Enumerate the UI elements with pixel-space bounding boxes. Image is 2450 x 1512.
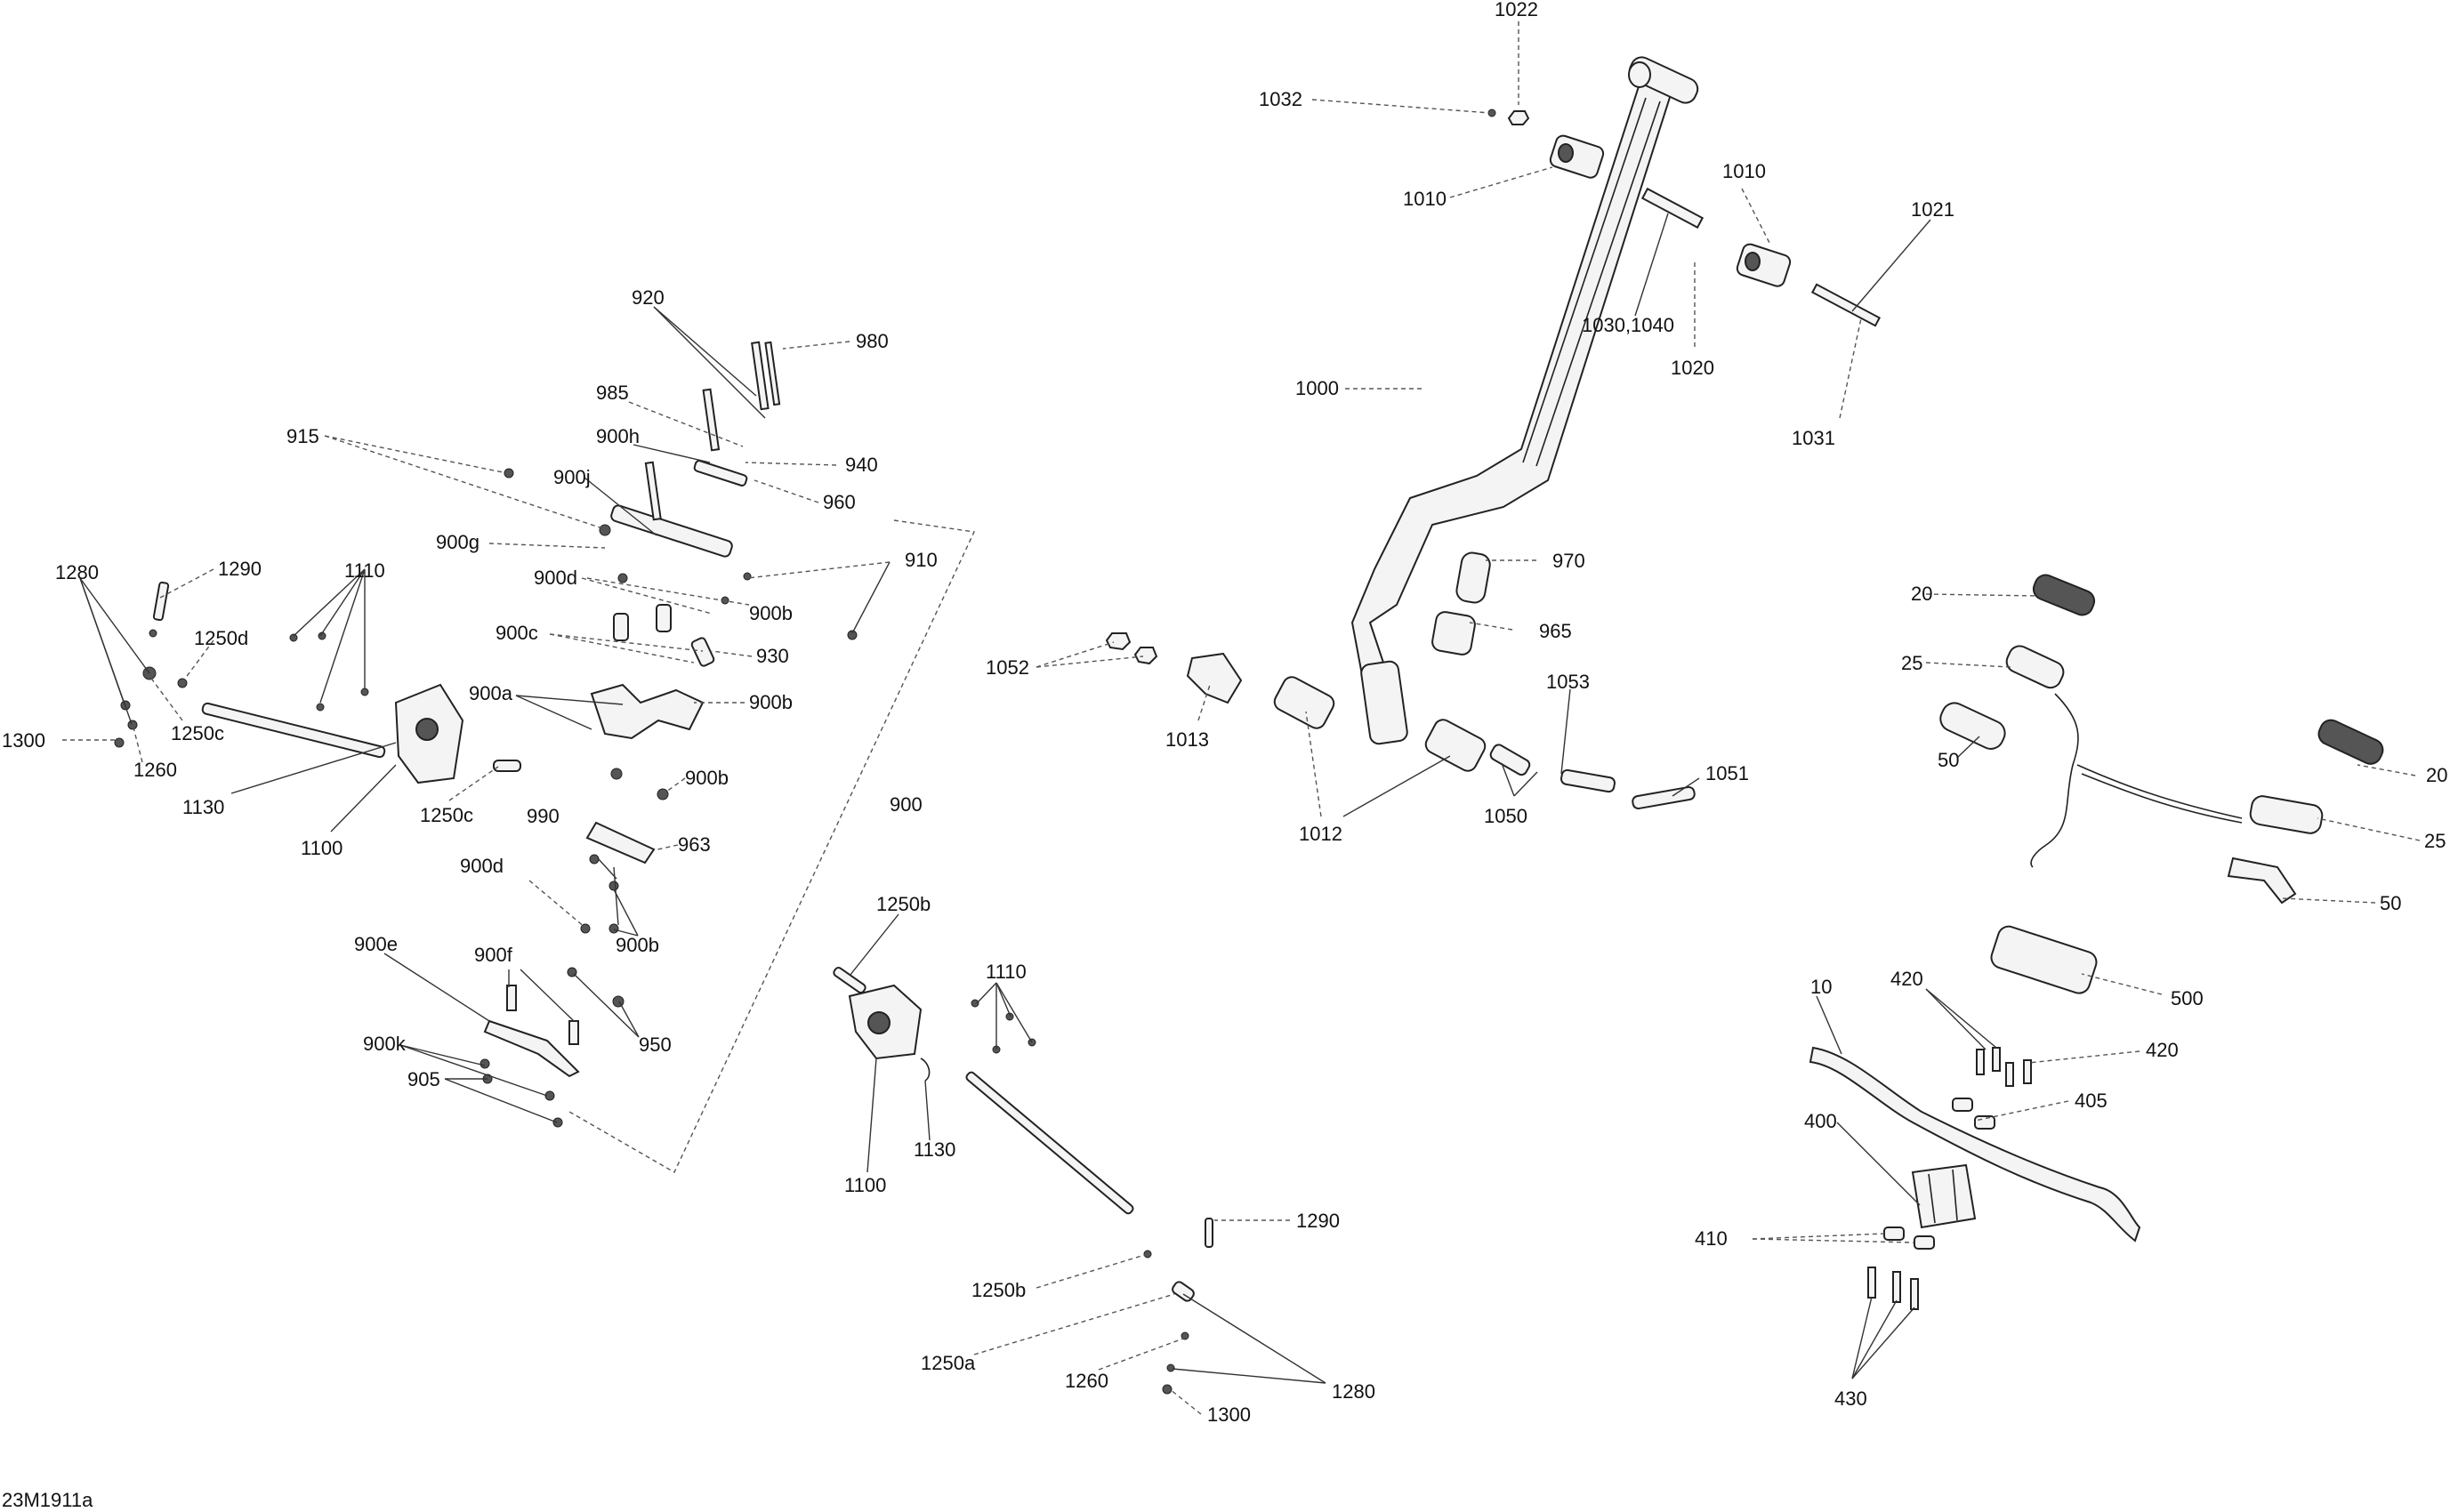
callout-label: 1013 xyxy=(1165,728,1209,751)
bearing-block-part xyxy=(1736,243,1792,287)
callout-label: 1021 xyxy=(1911,198,1954,221)
callout-label: 965 xyxy=(1539,620,1572,642)
callout-label: 1250a xyxy=(921,1352,976,1374)
callout-label: 10 xyxy=(1810,976,1832,998)
callout-label: 1250c xyxy=(420,804,473,826)
callout-label: 420 xyxy=(1890,968,1923,990)
callout-label: 950 xyxy=(639,1033,672,1056)
callout-label: 900a xyxy=(469,682,513,704)
callout-label: 1250d xyxy=(194,627,248,649)
leader-lines xyxy=(62,21,2421,1415)
callout-label: 1250b xyxy=(876,893,931,915)
callout-label: 1290 xyxy=(218,558,262,580)
callout-label: 900j xyxy=(553,466,591,488)
callout-label: 1100 xyxy=(301,837,343,859)
callout-label: 1022 xyxy=(1495,0,1538,20)
callout-label: 1300 xyxy=(2,729,45,752)
callout-label: 1012 xyxy=(1299,823,1342,845)
callout-label: 1110 xyxy=(986,961,1027,983)
callout-label: 963 xyxy=(678,833,711,856)
callout-label: 900d xyxy=(460,855,504,877)
callout-label: 960 xyxy=(823,491,856,513)
callout-label: 1050 xyxy=(1484,805,1527,827)
callout-label: 1250c xyxy=(171,722,224,744)
callout-label: 25 xyxy=(1901,652,1922,674)
callout-label: 1052 xyxy=(986,656,1029,679)
callout-label: 1030,1040 xyxy=(1582,314,1674,336)
callout-label: 915 xyxy=(286,425,319,447)
callout-label: 400 xyxy=(1804,1110,1837,1132)
callout-label: 900g xyxy=(436,531,480,553)
callout-label: 930 xyxy=(756,645,789,667)
callout-label: 900b xyxy=(749,691,793,713)
callout-label: 1100 xyxy=(844,1174,886,1196)
callout-label: 900 xyxy=(890,793,923,816)
callout-label: 905 xyxy=(407,1068,440,1090)
callout-label: 1032 xyxy=(1259,88,1302,110)
callout-label: 900b xyxy=(685,767,729,789)
callout-label: 410 xyxy=(1695,1227,1728,1250)
callout-label: 1020 xyxy=(1671,357,1714,379)
callout-label: 1031 xyxy=(1792,427,1835,449)
callout-label: 1280 xyxy=(1332,1380,1375,1403)
callout-label: 50 xyxy=(2380,892,2401,914)
callout-label: 1260 xyxy=(133,759,177,781)
callout-label: 1110 xyxy=(344,559,385,582)
callout-label: 900h xyxy=(596,425,640,447)
callout-label: 970 xyxy=(1552,550,1585,572)
callout-label: 990 xyxy=(527,805,560,827)
callout-label: 50 xyxy=(1938,749,1959,771)
handlebar-group xyxy=(1809,574,2384,1310)
callout-label: 1260 xyxy=(1065,1370,1108,1392)
steering-column-part xyxy=(1350,76,1674,696)
callout-label: 900b xyxy=(749,602,793,624)
callout-label: 1130 xyxy=(182,796,224,818)
callout-label: 1010 xyxy=(1403,188,1447,210)
throttle-assembly-group xyxy=(480,341,976,1173)
callout-label: 1250b xyxy=(971,1279,1026,1301)
callout-label: 25 xyxy=(2424,830,2446,852)
callout-label: 900e xyxy=(354,933,398,955)
callout-label: 1280 xyxy=(55,561,99,583)
throttle-housing-mid-group xyxy=(833,967,1213,1395)
callout-label: 20 xyxy=(1911,583,1932,605)
callout-label: 1051 xyxy=(1705,762,1749,784)
callout-label: 985 xyxy=(596,382,629,404)
callout-label: 900c xyxy=(496,622,538,644)
callout-label: 900d xyxy=(534,567,577,589)
figure-code-label: 23M1911a xyxy=(2,1489,93,1511)
callout-label: 1300 xyxy=(1207,1403,1251,1426)
callout-label: 900f xyxy=(474,944,513,966)
bearing-block-part xyxy=(1549,134,1605,179)
callout-label: 980 xyxy=(856,330,889,352)
steering-column-group xyxy=(1105,56,1882,810)
callout-label: 430 xyxy=(1834,1387,1867,1410)
callout-label: 1010 xyxy=(1722,160,1766,182)
throttle-housing-left-group xyxy=(114,581,521,784)
callout-label: 1000 xyxy=(1295,377,1339,399)
callout-label: 500 xyxy=(2171,987,2204,1009)
callout-label: 920 xyxy=(632,286,665,309)
callout-label: 900b xyxy=(616,934,659,956)
callout-label: 420 xyxy=(2146,1039,2179,1061)
callout-label: 1290 xyxy=(1296,1210,1340,1232)
callout-label: 1053 xyxy=(1546,671,1590,693)
callout-label: 20 xyxy=(2426,764,2447,786)
callout-label: 940 xyxy=(845,454,878,476)
callout-label: 900k xyxy=(363,1033,407,1055)
callout-labels: 1022 1032 1010 1010 1021 1030,1040 1020 … xyxy=(2,0,2447,1426)
callout-label: 1130 xyxy=(914,1138,955,1161)
callout-label: 910 xyxy=(905,549,938,571)
callout-label: 405 xyxy=(2075,1090,2107,1112)
